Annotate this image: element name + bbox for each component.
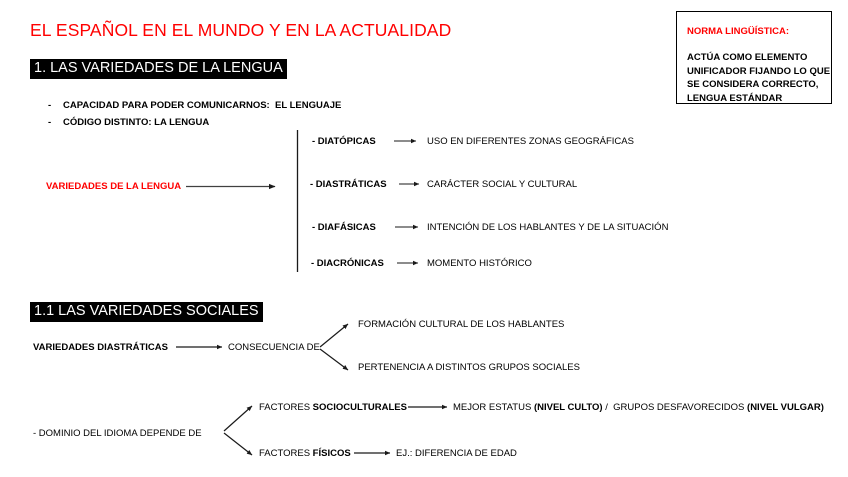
diastraticas-middle: CONSECUENCIA DE: [228, 342, 320, 353]
arrow-dominio-branch-down: [223, 432, 253, 456]
bullet-item-1: CAPACIDAD PARA PODER COMUNICARNOS: EL LE…: [63, 101, 341, 111]
dominio-branch-socioculturales-prefix: FACTORES: [259, 402, 313, 413]
variety-definition-diafasicas: INTENCIÓN DE LOS HABLANTES Y DE LA SITUA…: [427, 222, 669, 233]
section-heading-1: 1. LAS VARIEDADES DE LA LENGUA: [30, 59, 287, 80]
callout-line-3: SE CONSIDERA CORRECTO,: [687, 79, 819, 90]
norma-linguistica-callout: NORMA LINGÜÍSTICA: ACTÚA COMO ELEMENTO U…: [676, 11, 832, 104]
dominio-branch-socioculturales: FACTORES SOCIOCULTURALES: [259, 403, 407, 413]
callout-title: NORMA LINGÜÍSTICA:: [687, 26, 790, 37]
section-heading-1-1: 1.1 LAS VARIEDADES SOCIALES: [30, 302, 263, 323]
dominio-branch-socioculturales-emphasis: SOCIOCULTURALES: [312, 402, 407, 413]
arrow-consecuencia-branch-up: [319, 323, 349, 348]
ejemplo-text: DIFERENCIA DE EDAD: [415, 448, 517, 459]
variety-definition-diatopicas: USO EN DIFERENTES ZONAS GEOGRÁFICAS: [427, 136, 634, 147]
dominio-source: - DOMINIO DEL IDIOMA DEPENDE DE: [33, 428, 202, 439]
variety-label-diacronicas: - DIACRÓNICAS: [311, 258, 384, 269]
variety-label-diatopicas: - DIATÓPICAS: [312, 136, 376, 147]
variety-definition-diastraticas: CARÁCTER SOCIAL Y CULTURAL: [427, 179, 578, 190]
dominio-result-ejemplo: EJ.: DIFERENCIA DE EDAD: [396, 449, 517, 459]
callout-emphasis: LENGUA ESTÁNDAR: [687, 92, 783, 104]
result-part2-emphasis: (NIVEL VULGAR): [747, 402, 824, 413]
page-title: EL ESPAÑOL EN EL MUNDO Y EN LA ACTUALIDA…: [30, 20, 452, 40]
bullet-item-1-emphasis: EL LENGUAJE: [275, 100, 342, 111]
diastraticas-branch-2: PERTENENCIA A DISTINTOS GRUPOS SOCIALES: [358, 362, 580, 373]
variety-label-diafasicas: - DIAFÁSICAS: [312, 222, 376, 233]
bullet-item-2-emphasis: LA LENGUA: [154, 117, 210, 128]
dominio-branch-fisicos-prefix: FACTORES: [259, 448, 313, 459]
dominio-result-estatus: MEJOR ESTATUS (NIVEL CULTO) / GRUPOS DES…: [453, 403, 824, 413]
bullet-marker-2: -: [48, 117, 52, 128]
bullet-marker-1: -: [48, 100, 52, 111]
result-part1: MEJOR ESTATUS: [453, 402, 534, 413]
arrow-consecuencia-branch-down: [319, 348, 349, 371]
varieties-source-label: VARIEDADES DE LA LENGUA: [46, 181, 182, 192]
callout-body: ACTÚA COMO ELEMENTO UNIFICADOR FIJANDO L…: [687, 51, 831, 105]
ejemplo-prefix: EJ.:: [396, 448, 413, 459]
variety-label-diastraticas: - DIASTRÁTICAS: [310, 179, 387, 190]
bullet-item-2-text: CÓDIGO DISTINTO:: [63, 117, 152, 128]
callout-line-2: UNIFICADOR FIJANDO LO QUE: [687, 65, 831, 77]
arrow-dominio-branch-up: [223, 405, 253, 432]
result-part1-emphasis: (NIVEL CULTO): [533, 402, 603, 413]
bullet-item-1-text: CAPACIDAD PARA PODER COMUNICARNOS:: [63, 100, 270, 111]
callout-line-1: ACTÚA COMO ELEMENTO: [687, 52, 808, 63]
result-part2: GRUPOS DESFAVORECIDOS: [613, 402, 748, 413]
diastraticas-branch-1: FORMACIÓN CULTURAL DE LOS HABLANTES: [358, 319, 565, 330]
bullet-item-2: CÓDIGO DISTINTO: LA LENGUA: [63, 118, 209, 128]
variety-definition-diacronicas: MOMENTO HISTÓRICO: [427, 258, 532, 269]
dominio-branch-fisicos-emphasis: FÍSICOS: [312, 448, 351, 459]
result-separator: /: [602, 402, 611, 413]
diastraticas-source: VARIEDADES DIASTRÁTICAS: [33, 342, 168, 353]
dominio-branch-fisicos: FACTORES FÍSICOS: [259, 449, 351, 459]
